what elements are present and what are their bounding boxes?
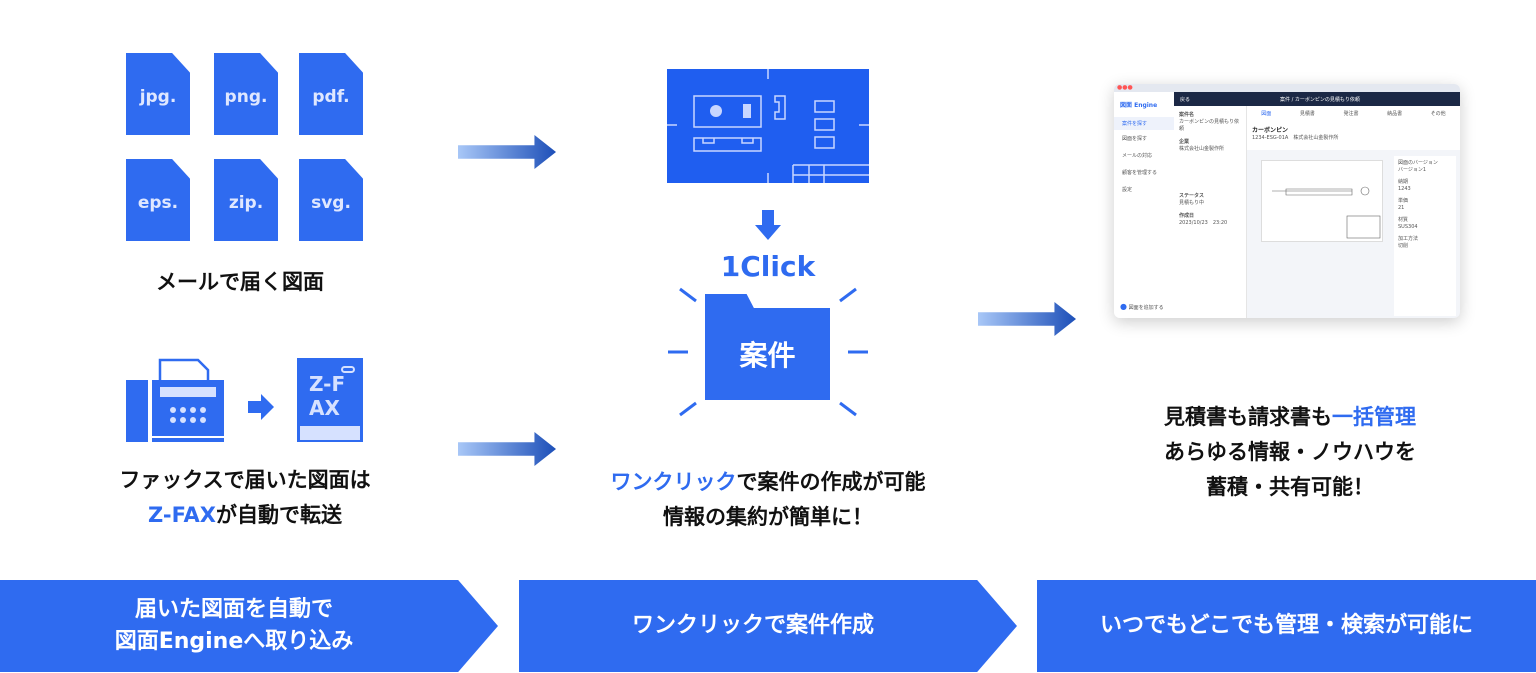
drawing-preview <box>1261 160 1383 242</box>
email-caption: メールで届く図面 <box>156 270 324 294</box>
step-banner-1: 届いた図面を自動で図面Engineへ取り込み <box>0 580 498 672</box>
highlight-rays-icon <box>668 287 868 417</box>
png-file-icon: png. <box>214 53 278 135</box>
svg-file-icon: svg. <box>299 159 363 241</box>
zip-file-icon: zip. <box>214 159 278 241</box>
flow-arrow-3 <box>978 302 1076 336</box>
center-caption: ワンクリックで案件の作成が可能 情報の集約が簡単に！ <box>610 470 926 529</box>
arrow-right-icon <box>248 394 274 420</box>
arrow-down-icon <box>755 210 781 240</box>
app-screenshot: ●●● 図面 Engine 案件を探す 図面を探す メールの対応 顧客を管理する… <box>1114 84 1460 318</box>
eps-file-icon: eps. <box>126 159 190 241</box>
jpg-file-icon: jpg. <box>126 53 190 135</box>
one-click-label: 1Click <box>720 250 816 283</box>
fax-caption: ファックスで届いた図面は Z-FAXが自動で転送 <box>119 468 371 527</box>
step-banner-3: いつでもどこでも管理・検索が可能に <box>1037 580 1536 672</box>
zfax-logo: Z-FAX <box>297 358 363 442</box>
flow-arrow-1 <box>458 135 556 169</box>
right-caption: 見積書も請求書も一括管理 あらゆる情報・ノウハウを 蓄積・共有可能！ <box>1164 405 1416 499</box>
flow-arrow-2 <box>458 432 556 466</box>
fax-machine-icon <box>126 358 224 442</box>
blueprint-drawing-icon <box>667 69 869 183</box>
step-banner-2: ワンクリックで案件作成 <box>519 580 1017 672</box>
case-folder-icon: 案件 <box>705 294 830 400</box>
pdf-file-icon: pdf. <box>299 53 363 135</box>
